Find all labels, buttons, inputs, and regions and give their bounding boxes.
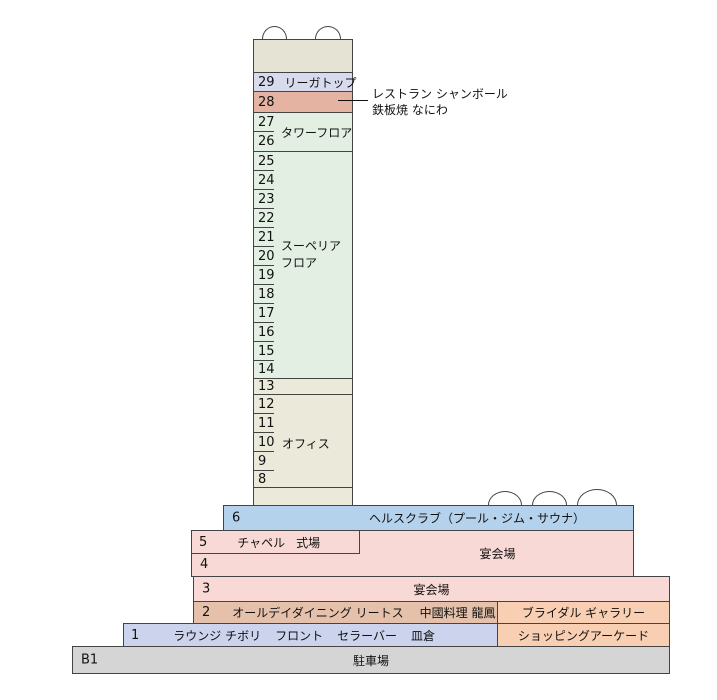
floor-row-27: 27 — [254, 113, 352, 132]
cellar-bar-label: セラーバー — [337, 628, 398, 643]
ceremony-hall-label: 式場 — [296, 535, 321, 550]
tower-floor-section-label: タワーフロア — [281, 126, 353, 140]
superior-section-label-line2: フロア — [281, 256, 318, 270]
floor-row-17: 17 — [254, 304, 352, 323]
floor-band-6: 6 ヘルスクラブ（プール・ジム・サウナ） — [223, 505, 634, 531]
banquet-hall-lower: 宴会場 — [194, 577, 669, 601]
bridal-gallery-box: ブライダル ギャラリー — [497, 601, 670, 624]
tower-column: 29 リーガトップ 28 27 26 タワーフロア 25 24 23 22 21… — [253, 39, 357, 506]
floor-row-20: 20 — [254, 247, 352, 266]
floor-number-3: 3 — [202, 581, 211, 597]
annotation-line1: レストラン シャンボール — [372, 87, 508, 101]
floor-row-13: 13 — [254, 378, 352, 394]
floor28-annotation: レストラン シャンボール 鉄板焼 なにわ — [372, 86, 508, 118]
floor-row-9: 9 — [254, 452, 352, 471]
roof-dome-icon — [262, 26, 287, 39]
floor-band-3: 3 宴会場 — [193, 576, 670, 602]
floor-row-8: 8 — [254, 471, 352, 487]
floor-number-4: 4 — [200, 557, 209, 572]
floor-number-11: 11 — [258, 416, 275, 431]
floor-number-21: 21 — [258, 230, 275, 245]
banquet-hall-upper: 宴会場 — [360, 531, 635, 576]
podium-dome-icon — [532, 491, 567, 505]
floor-number-2: 2 — [202, 605, 211, 620]
floor-row-25: 25 — [254, 152, 352, 171]
floor-number-25: 25 — [258, 154, 275, 169]
floor-number-20: 20 — [258, 249, 275, 264]
floor-band-5-4: 5 チャペル 式場 4 宴会場 — [191, 530, 634, 577]
office-section: 12 11 10 9 8 オフィス — [254, 394, 352, 487]
shopping-arcade-box: ショッピングアーケード — [497, 623, 670, 647]
chapel-label: チャペル — [237, 535, 286, 550]
floor-row-23: 23 — [254, 190, 352, 209]
floor-number-9: 9 — [258, 454, 267, 469]
floor-number-27: 27 — [258, 115, 275, 130]
floor-number-24: 24 — [258, 173, 275, 188]
floor-row-10: 10 — [254, 433, 352, 452]
floor-row-29: 29 リーガトップ — [254, 72, 357, 91]
bridal-gallery-label: ブライダル ギャラリー — [521, 606, 646, 620]
floor-number-16: 16 — [258, 325, 275, 340]
shopping-arcade-wrap: ショッピングアーケード — [498, 624, 669, 646]
floor-number-18: 18 — [258, 287, 275, 302]
floor-row-15: 15 — [254, 342, 352, 361]
podium-dome-icon — [577, 489, 617, 505]
floor-row-14: 14 — [254, 361, 352, 378]
floor-row-21: 21 — [254, 228, 352, 247]
annotation-pointer-line — [338, 100, 368, 101]
floor-row-19: 19 — [254, 266, 352, 285]
health-club-label: ヘルスクラブ（プール・ジム・サウナ） — [369, 511, 586, 526]
floor-number-28: 28 — [258, 94, 275, 110]
tower-floor-section: 27 26 タワーフロア — [254, 112, 352, 151]
floor-row-28: 28 — [254, 91, 352, 112]
floor-number-22: 22 — [258, 211, 275, 226]
floor-band-b1: B1 駐車場 — [72, 646, 670, 674]
front-desk-label: フロント — [275, 628, 324, 643]
floor-band-1: 1 ラウンジ チボリ フロント セラーバー 皿倉 — [123, 623, 498, 647]
floor-number-12: 12 — [258, 397, 275, 412]
tower-roof-block — [254, 40, 352, 72]
floor-number-19: 19 — [258, 268, 275, 283]
floor-row-22: 22 — [254, 209, 352, 228]
floor-number-10: 10 — [258, 435, 275, 450]
sarakura-label: 皿倉 — [411, 628, 436, 643]
roof-dome-icon — [315, 26, 341, 39]
all-day-dining-label: オールデイダイニング リートス — [232, 606, 404, 620]
floor-row-11: 11 — [254, 414, 352, 433]
banquet-hall-upper-label: 宴会場 — [479, 547, 516, 561]
floor-row-18: 18 — [254, 285, 352, 304]
office-section-label: オフィス — [282, 437, 330, 451]
chapel-box: 5 チャペル 式場 — [192, 531, 360, 554]
floor-number-15: 15 — [258, 344, 275, 359]
podium-dome-icon — [488, 491, 522, 505]
floor-band-2: 2 オールデイダイニング リートス 中國料理 龍鳳 — [193, 601, 498, 624]
parking-label: 駐車場 — [352, 653, 389, 668]
shopping-arcade-label: ショッピングアーケード — [517, 628, 650, 643]
tower-mechanical-block — [254, 487, 352, 505]
floor-number-8: 8 — [258, 471, 267, 487]
superior-floor-section: 25 24 23 22 21 20 19 18 17 16 15 14 スーペリ… — [254, 151, 352, 378]
floor-label-riga-top: リーガトップ — [284, 75, 357, 90]
floor-row-26: 26 — [254, 132, 352, 151]
chinese-restaurant-label: 中國料理 龍鳳 — [419, 606, 496, 620]
floor-number-1: 1 — [131, 627, 140, 643]
superior-section-label-line1: スーペリア — [281, 239, 342, 253]
floor-row-16: 16 — [254, 323, 352, 342]
floor-number-13: 13 — [258, 379, 275, 394]
floor-number-14: 14 — [258, 362, 275, 377]
floor-row-12: 12 — [254, 395, 352, 414]
bridal-gallery-wrap: ブライダル ギャラリー — [498, 602, 669, 623]
floor-number-6: 6 — [232, 510, 241, 526]
floor-number-17: 17 — [258, 306, 275, 321]
floor-number-23: 23 — [258, 192, 275, 207]
floor-number-5: 5 — [199, 534, 208, 550]
floor-number-b1: B1 — [81, 652, 99, 668]
banquet-hall-lower-label: 宴会場 — [413, 582, 450, 597]
lounge-tivoli-label: ラウンジ チボリ — [173, 628, 262, 643]
annotation-line2: 鉄板焼 なにわ — [372, 103, 448, 117]
floor-row-24: 24 — [254, 171, 352, 190]
parking-wrap: 駐車場 — [73, 647, 669, 673]
floor-number-29: 29 — [258, 74, 275, 90]
floor-number-26: 26 — [258, 134, 275, 149]
